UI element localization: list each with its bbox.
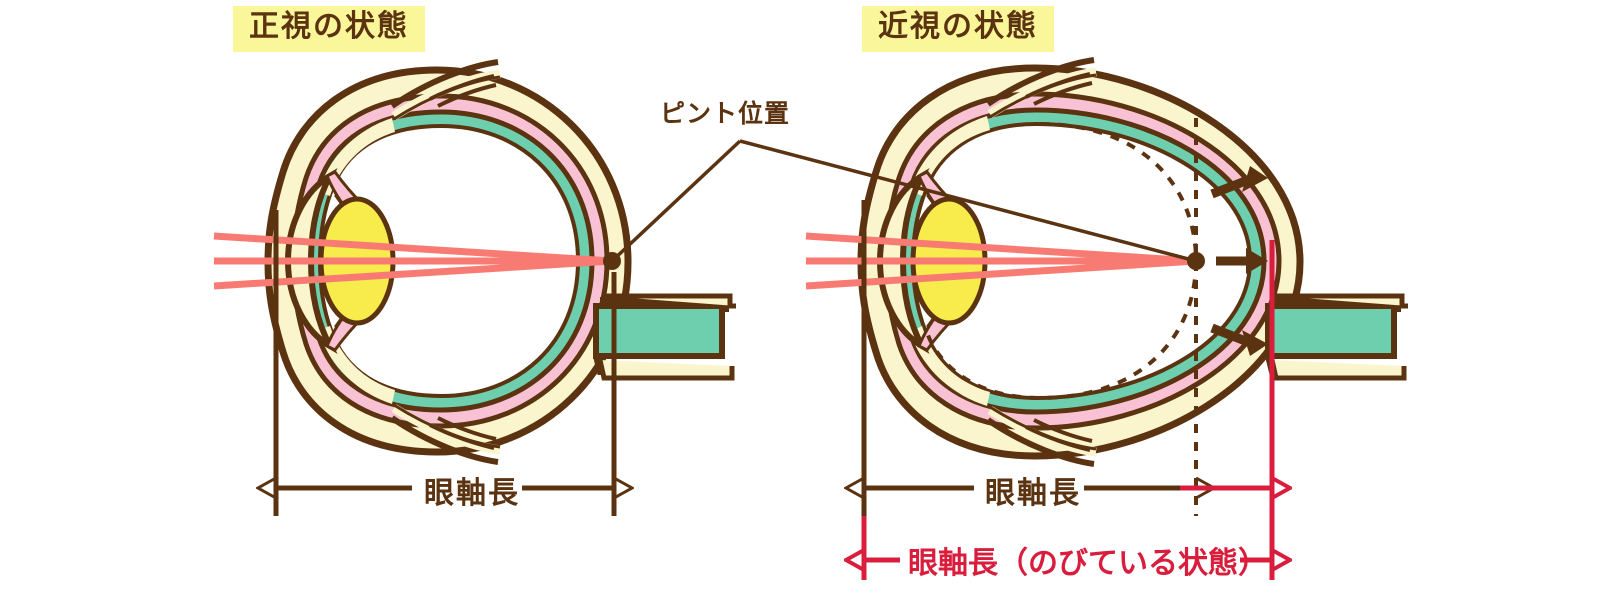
- normal-eye-reference-outline: [924, 118, 1199, 516]
- extraocular-muscle-bottom-right: [986, 405, 1097, 467]
- optic-nerve-left: [593, 293, 736, 381]
- light-rays-right: [805, 232, 1197, 290]
- axial-length-label-myopia: 眼軸長: [985, 476, 1081, 511]
- eye-emmetropia: [213, 59, 736, 516]
- axial-length-measure-left: [276, 210, 614, 516]
- axial-length-measure-right: [864, 200, 1196, 516]
- light-rays-left: [213, 232, 613, 290]
- axial-length-elongated-measure: [864, 240, 1272, 584]
- extraocular-muscle-top-left: [390, 59, 501, 121]
- extraocular-muscle-top-right: [986, 57, 1097, 119]
- axial-length-label-emmetropia: 眼軸長: [424, 476, 520, 511]
- focus-label-leader-lines: [610, 139, 1197, 263]
- optic-nerve-right: [1265, 293, 1408, 381]
- panel-title-emmetropia: 正視の状態: [233, 6, 425, 52]
- elongation-arrows: [1210, 166, 1268, 356]
- axial-length-elongated-label: 眼軸長（のびている状態）: [908, 546, 1268, 581]
- panel-title-myopia: 近視の状態: [862, 6, 1054, 52]
- eye-myopia: [805, 57, 1408, 584]
- focus-point-label: ピント位置: [660, 99, 791, 128]
- extraocular-muscle-bottom-left: [390, 403, 501, 465]
